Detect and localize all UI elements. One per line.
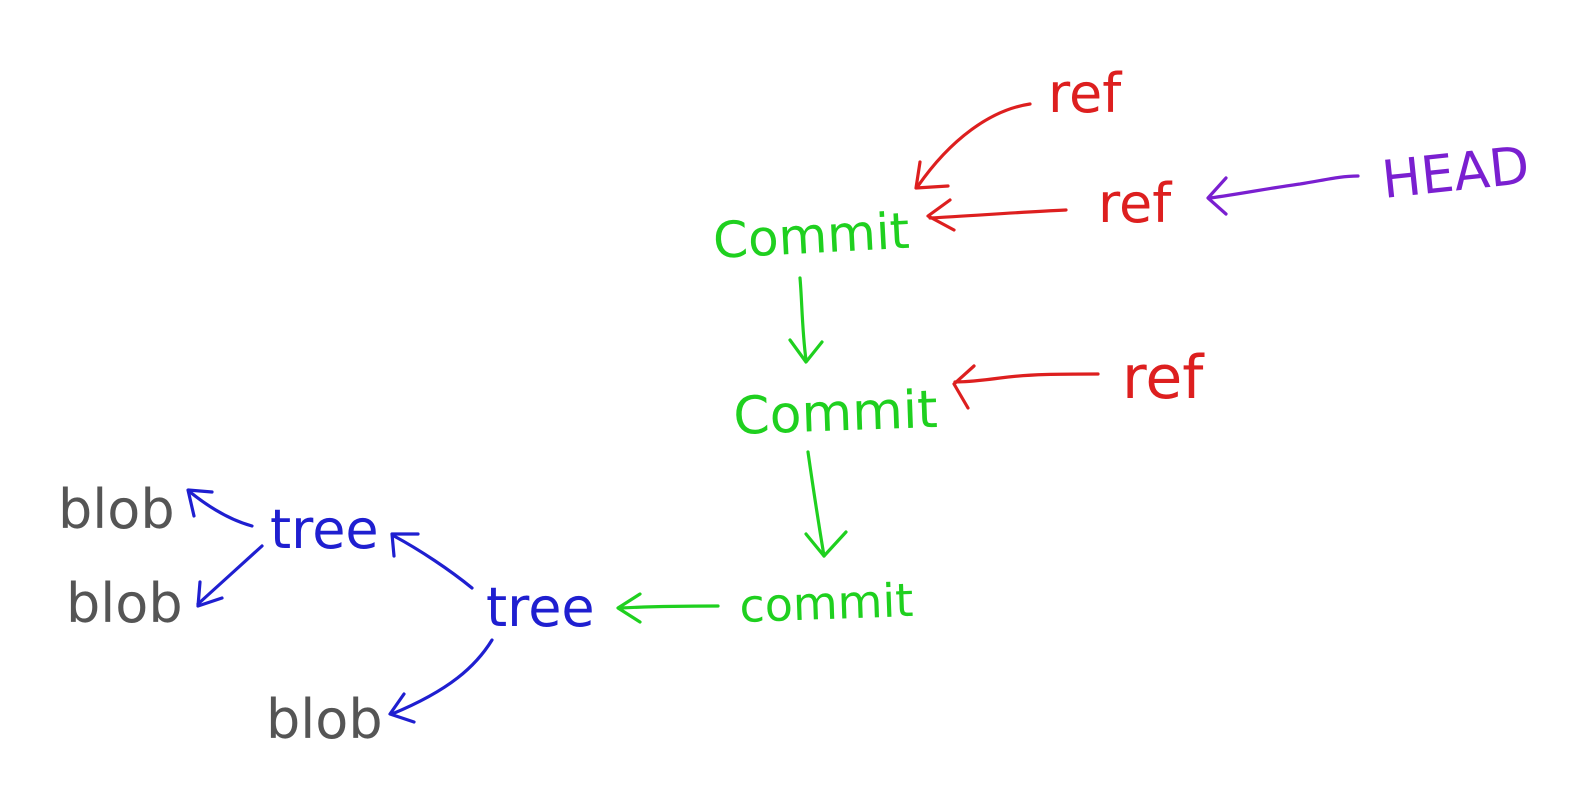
ref-top-to-commit-arrow — [914, 102, 1032, 190]
tree-upper-to-blob-2-arrow — [196, 544, 264, 608]
commit-to-tree-arrow — [616, 592, 720, 624]
blob-label-3: blob — [266, 688, 383, 751]
commit-1-to-commit-2-arrow — [788, 276, 824, 364]
head-to-ref-arrow — [1206, 174, 1360, 216]
tree-upper-to-blob-1-arrow — [186, 488, 254, 528]
commit-label-3: commit — [738, 573, 914, 633]
head-label: HEAD — [1379, 136, 1532, 211]
ref-lower-to-commit-arrow — [952, 364, 1100, 410]
ref-label-lower: ref — [1122, 343, 1205, 413]
ref-label-top: ref — [1048, 62, 1123, 125]
tree-lower-to-tree-upper-arrow — [390, 532, 474, 590]
commit-label-2: Commit — [732, 380, 938, 447]
tree-label-lower: tree — [486, 576, 595, 639]
tree-lower-to-blob-3-arrow — [388, 638, 494, 724]
tree-label-upper: tree — [270, 498, 379, 561]
ref-middle-to-commit-arrow — [926, 198, 1068, 232]
blob-label-1: blob — [58, 478, 175, 541]
commit-2-to-commit-3-arrow — [804, 450, 848, 558]
commit-label-1: Commit — [712, 202, 911, 270]
ref-label-middle: ref — [1098, 172, 1173, 235]
blob-label-2: blob — [66, 572, 183, 635]
